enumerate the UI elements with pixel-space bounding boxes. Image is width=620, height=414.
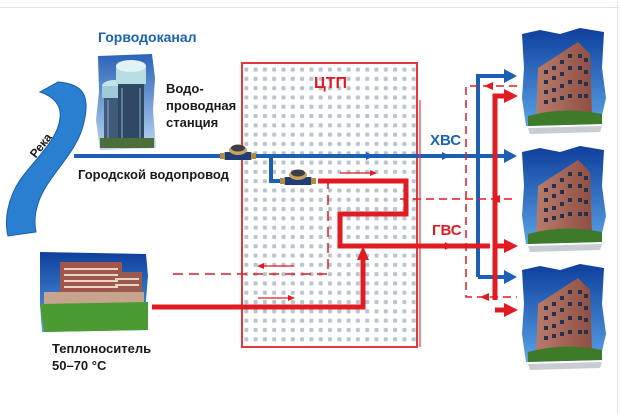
hot-water-label: ГВС: [432, 222, 462, 239]
heat-plant-icon: [40, 252, 148, 332]
top-divider: [0, 7, 620, 8]
heat-carrier-lines: [152, 182, 366, 310]
cold-arrow-building-2: [504, 149, 517, 163]
building-icon: [522, 28, 606, 134]
cold-flow-arrow-ctp: [366, 152, 374, 160]
utility-label: Горводоканал: [98, 29, 197, 45]
water-tower-icon: [96, 54, 156, 150]
return-arrow-building-3: [480, 293, 489, 301]
cold-arrow-building-3: [504, 270, 517, 284]
cold-arrow-building-1: [504, 69, 517, 83]
hot-arrow-building-2: [504, 239, 518, 253]
cold-flow-arrow-out: [442, 152, 450, 160]
water-station-label: Водо- проводная станция: [166, 81, 237, 130]
cold-water-riser: [476, 74, 506, 279]
heat-supply-arrow: [357, 246, 369, 260]
heat-carrier-label: Теплоноситель 50–70 °С: [52, 341, 152, 373]
inner-flow-arrows: [257, 170, 377, 301]
building-icon: [522, 146, 606, 252]
hot-arrow-building-3: [504, 303, 518, 317]
hot-arrow-building-1: [504, 89, 518, 103]
return-arrow-building-1: [484, 82, 493, 90]
right-divider: [617, 0, 618, 414]
building-icon: [522, 264, 606, 370]
water-meter-icon: [220, 144, 256, 160]
return-arrow-building-2: [491, 195, 500, 203]
city-main-label: Городской водопровод: [78, 167, 229, 182]
substation-label: ЦТП: [314, 75, 347, 92]
cold-water-label: ХВС: [430, 132, 462, 149]
hot-flow-arrow-out: [445, 242, 452, 250]
water-meter-icon: [280, 169, 316, 185]
river-icon: [6, 81, 87, 237]
ctp-substation-box: [241, 62, 418, 348]
